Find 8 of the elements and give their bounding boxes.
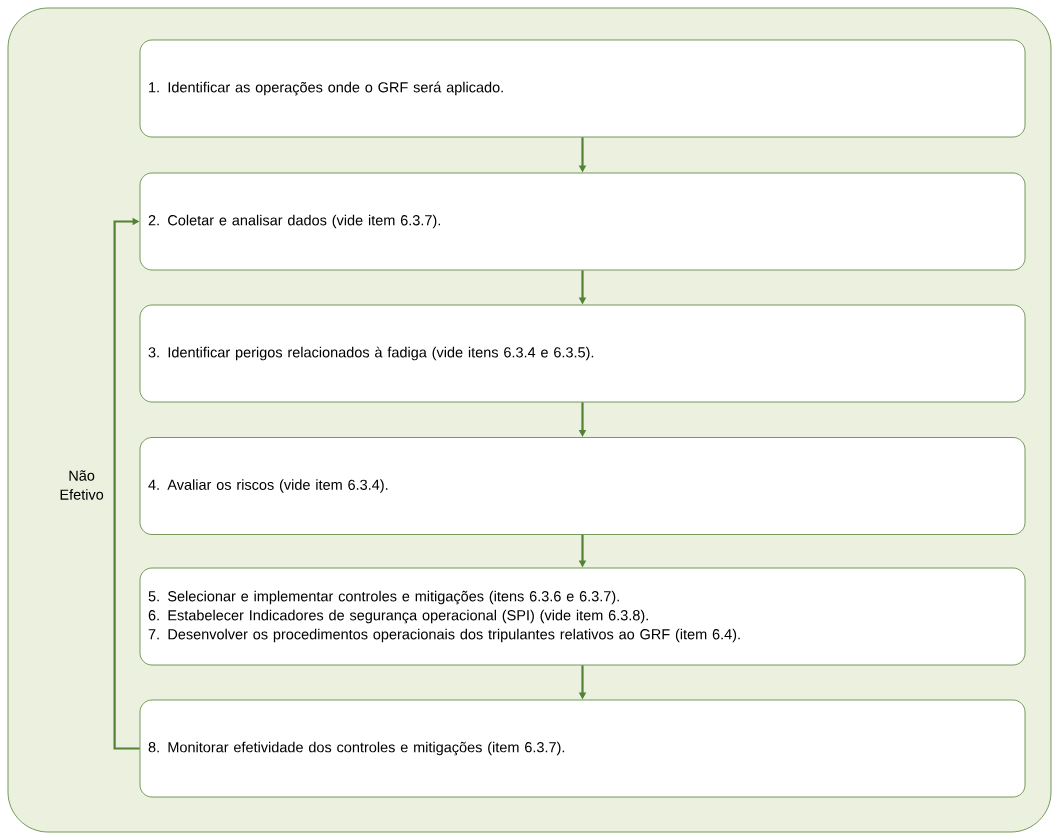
edge-label: Não Efetivo [50, 469, 113, 501]
step-box: 1. Identificar as operações onde o GRF será aplicado. [139, 39, 1026, 138]
step-box: 3. Identificar perigos relacionados à fadiga (vide itens 6.3.4 e 6.3.5). [139, 304, 1026, 403]
arrow [113, 217, 140, 750]
step-box: 5. Selecionar e implementar controles e mitigações (itens 6.3.6 e 6.3.7). 6. Estabelecer Indicadores de segurança operacional (SPI) (vide item 6.3.8). 7. Desenvolver os procedimentos operacionais dos tripulantes relativos ao GRF (item 6.4). [139, 567, 1026, 666]
step-box: 8. Monitorar efetividade dos controles e mitigações (item 6.3.7). [139, 699, 1026, 798]
step-box: 2. Coletar e analisar dados (vide item 6.3.7). [139, 172, 1026, 271]
step-box: 4. Avaliar os riscos (vide item 6.3.4). [139, 437, 1026, 535]
